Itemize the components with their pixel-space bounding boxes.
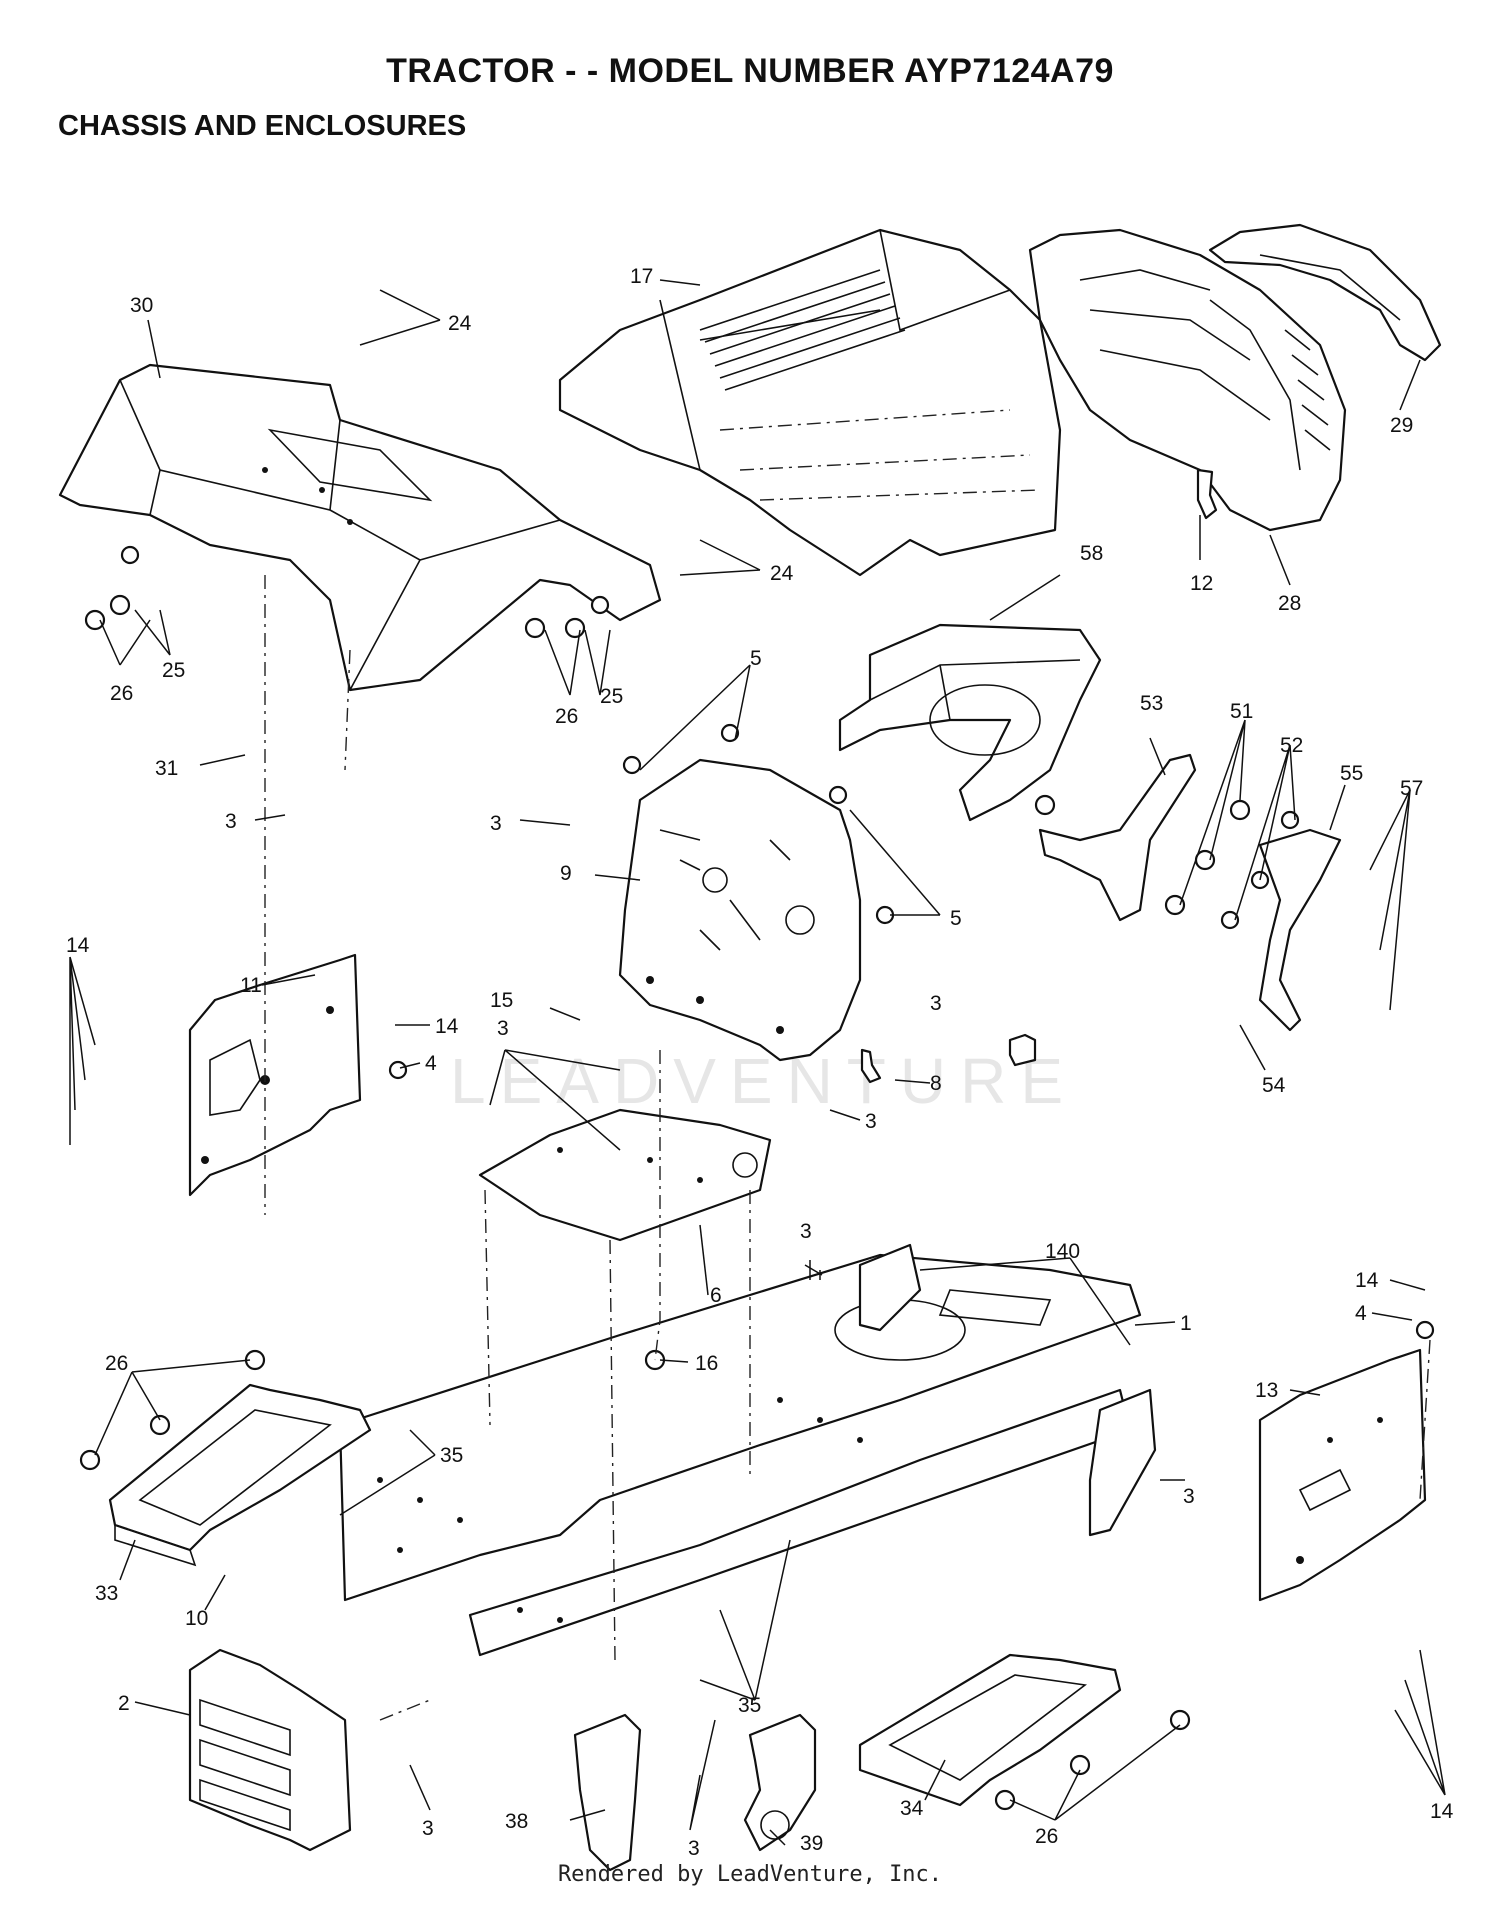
callout-3: 3	[688, 1837, 700, 1860]
callout-12: 12	[1190, 572, 1213, 595]
part-bracket-53	[1038, 753, 1197, 922]
callout-3: 3	[490, 812, 502, 835]
callout-14: 14	[66, 934, 90, 957]
part-dash-panel	[618, 758, 862, 1062]
callout-25: 25	[162, 659, 185, 682]
assembly-lines	[264, 575, 1431, 1721]
callout-11: 11	[240, 974, 262, 997]
hardware-fasteners	[79, 545, 1435, 1811]
callout-4: 4	[425, 1052, 437, 1075]
callout-39: 39	[800, 1832, 823, 1855]
part-footrest-left	[108, 1383, 372, 1567]
callout-3: 3	[422, 1817, 434, 1840]
callout-3: 3	[800, 1220, 812, 1243]
part-grille-housing	[1028, 228, 1347, 532]
part-firewall	[838, 623, 1102, 822]
callout-15: 15	[490, 989, 513, 1012]
callout-3: 3	[497, 1017, 509, 1040]
callout-13: 13	[1255, 1379, 1278, 1402]
part-rear-bracket	[188, 1648, 352, 1852]
callout-3: 3	[865, 1110, 877, 1133]
watermark: LEADVENTURE	[450, 1045, 1077, 1117]
callout-52: 52	[1280, 734, 1303, 757]
callout-55: 55	[1340, 762, 1363, 785]
callout-3: 3	[930, 992, 942, 1015]
callout-24: 24	[770, 562, 794, 585]
callout-26: 26	[110, 682, 133, 705]
callout-28: 28	[1278, 592, 1301, 615]
callout-33: 33	[95, 1582, 118, 1605]
part-bracket-39	[743, 1713, 817, 1852]
callout-14: 14	[435, 1015, 459, 1038]
part-bracket-55	[1258, 828, 1342, 1032]
callout-140: 140	[1045, 1240, 1080, 1263]
callout-leaders	[69, 279, 1446, 1846]
callout-3: 3	[1183, 1485, 1195, 1508]
callout-5: 5	[750, 647, 762, 670]
callout-31: 31	[155, 757, 178, 780]
callout-26: 26	[105, 1352, 128, 1375]
callout-2: 2	[118, 1692, 130, 1715]
callout-58: 58	[1080, 542, 1103, 565]
callout-25: 25	[600, 685, 623, 708]
callout-29: 29	[1390, 414, 1413, 437]
callout-26: 26	[555, 705, 578, 728]
callout-labels: 30 24 17 29 12 28 24 58 26 25 26 25 31 3…	[66, 265, 1454, 1860]
part-footrest-right	[858, 1653, 1122, 1807]
callout-26: 26	[1035, 1825, 1058, 1848]
callout-24: 24	[448, 312, 472, 335]
callout-34: 34	[900, 1797, 924, 1820]
callout-1: 1	[1180, 1312, 1192, 1335]
callout-3: 3	[225, 810, 237, 833]
callout-5: 5	[950, 907, 962, 930]
callout-38: 38	[505, 1810, 528, 1833]
part-side-panel-left	[188, 953, 362, 1197]
diagram-subtitle: CHASSIS AND ENCLOSURES	[58, 110, 467, 142]
callout-54: 54	[1262, 1074, 1286, 1097]
callout-30: 30	[130, 294, 153, 317]
diagram-title: TRACTOR - - MODEL NUMBER AYP7124A79	[386, 52, 1114, 90]
callout-14: 14	[1430, 1800, 1454, 1823]
part-shelf-plate	[478, 1108, 772, 1242]
callout-16: 16	[695, 1352, 718, 1375]
callout-35: 35	[440, 1444, 463, 1467]
callout-14: 14	[1355, 1269, 1379, 1292]
callout-53: 53	[1140, 692, 1163, 715]
callout-8: 8	[930, 1072, 942, 1095]
part-hood	[558, 228, 1062, 577]
callout-10: 10	[185, 1607, 208, 1630]
callout-4: 4	[1355, 1302, 1367, 1325]
callout-35: 35	[738, 1694, 761, 1717]
part-side-panel-right	[1258, 1348, 1427, 1602]
callout-51: 51	[1230, 700, 1253, 723]
part-top-grille	[1208, 223, 1442, 362]
part-bracket-38	[573, 1713, 642, 1872]
callout-57: 57	[1400, 777, 1423, 800]
callout-17: 17	[630, 265, 653, 288]
part-frame-bracket-front	[858, 1243, 1157, 1537]
footer-credit: Rendered by LeadVenture, Inc.	[557, 1862, 943, 1887]
callout-6: 6	[710, 1284, 722, 1307]
callout-9: 9	[560, 862, 572, 885]
part-latch	[1196, 468, 1218, 520]
